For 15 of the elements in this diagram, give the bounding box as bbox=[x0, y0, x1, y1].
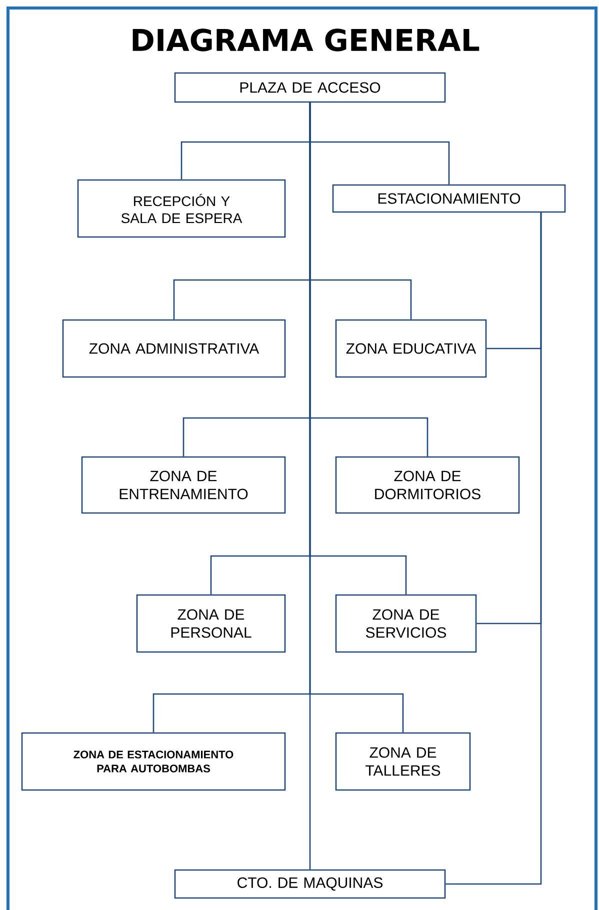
connector-line bbox=[446, 212, 542, 885]
title: DIAGRAMA GENERAL bbox=[132, 28, 480, 52]
zone-box: RECEPCIÓN Y SALA DE ESPERA bbox=[77, 179, 286, 238]
zone-box: ZONA DE ENTRENAMIENTO bbox=[81, 456, 286, 514]
zone-box: ZONA DE ESTACIONAMIENTO PARA AUTOBOMBAS bbox=[21, 732, 286, 791]
zone-box: ZONA DE TALLERES bbox=[335, 732, 471, 791]
zone-box: PLAZA DE ACCESO bbox=[174, 72, 446, 103]
zone-box: ZONA EDUCATIVA bbox=[335, 319, 487, 378]
zone-box: CTO. DE MAQUINAS bbox=[174, 869, 446, 899]
zone-box: ZONA DE SERVICIOS bbox=[335, 594, 477, 653]
connector-line bbox=[309, 102, 311, 870]
zone-box: ESTACIONAMIENTO bbox=[332, 184, 566, 213]
zone-box: ZONA DE PERSONAL bbox=[136, 594, 286, 653]
zone-box: ZONA DE DORMITORIOS bbox=[335, 456, 520, 514]
zone-box: ZONA ADMINISTRATIVA bbox=[62, 319, 286, 378]
